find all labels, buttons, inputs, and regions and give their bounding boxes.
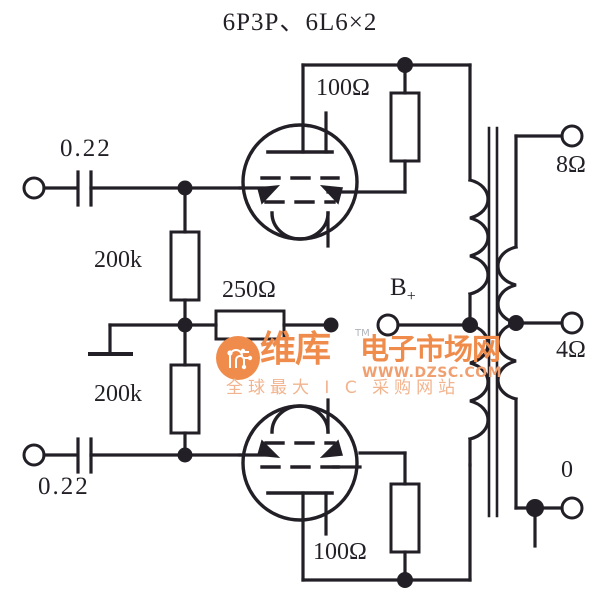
- bias-resistor: [214, 309, 286, 341]
- label-cathode-resistor-top: 100Ω: [316, 75, 370, 101]
- label-supply-bplus-text: B: [390, 274, 407, 301]
- junction-grid-top: [177, 180, 193, 196]
- junction-r100-top: [397, 57, 413, 73]
- diagram-title: 6P3P、6L6×2: [222, 9, 378, 36]
- grid-resistor-bottom: [169, 363, 201, 435]
- output-terminal-8ohm: [560, 124, 584, 148]
- transformer-primary-lower: [468, 323, 490, 441]
- label-bias-resistor: 250Ω: [222, 277, 276, 303]
- tube-bottom-cathode: [270, 404, 330, 434]
- junction-grid-bottom: [177, 447, 193, 463]
- label-output-tap-4ohm: 4Ω: [556, 337, 586, 363]
- label-output-tap-0: 0: [561, 457, 573, 483]
- label-grid-resistor-bottom: 200k: [94, 381, 142, 407]
- label-coupling-capacitor-top: 0.22: [60, 135, 112, 162]
- tube-bottom-beam-plate-left: [256, 439, 281, 459]
- label-coupling-capacitor-bottom: 0.22: [38, 473, 90, 500]
- tube-bottom-beam-plate-right: [319, 439, 344, 459]
- junction-primary-centertap: [462, 317, 478, 333]
- input-terminal-top: [22, 176, 46, 200]
- junction-secondary-tap-4ohm: [508, 315, 524, 331]
- output-terminal-4ohm: [560, 311, 584, 335]
- junction-divider-mid: [177, 317, 193, 333]
- label-grid-resistor-top: 200k: [94, 247, 142, 273]
- tube-top-cathode: [270, 211, 330, 241]
- junction-bias-right: [323, 317, 339, 333]
- cathode-resistor-bottom: [389, 482, 421, 554]
- grid-resistor-top: [169, 230, 201, 302]
- tube-top-beam-plate-right: [319, 184, 344, 205]
- label-supply-bplus: B+: [390, 275, 416, 305]
- supply-terminal-bplus: [376, 313, 400, 337]
- transformer-secondary-upper: [496, 245, 518, 325]
- input-terminal-bottom: [22, 443, 46, 467]
- transformer-primary-upper: [468, 178, 490, 296]
- label-cathode-resistor-bottom: 100Ω: [313, 539, 367, 565]
- transformer-secondary-lower: [496, 321, 518, 401]
- cathode-resistor-top: [389, 91, 421, 163]
- junction-r100-bottom: [397, 572, 413, 588]
- vacuum-tube-bottom-envelope: [241, 404, 359, 522]
- junction-secondary-tap-0: [526, 499, 544, 517]
- vacuum-tube-top-envelope: [241, 123, 359, 241]
- label-supply-bplus-sub: +: [406, 288, 416, 305]
- label-output-tap-8ohm: 8Ω: [556, 152, 586, 178]
- tube-top-beam-plate-left: [256, 184, 281, 205]
- output-terminal-0: [560, 496, 584, 520]
